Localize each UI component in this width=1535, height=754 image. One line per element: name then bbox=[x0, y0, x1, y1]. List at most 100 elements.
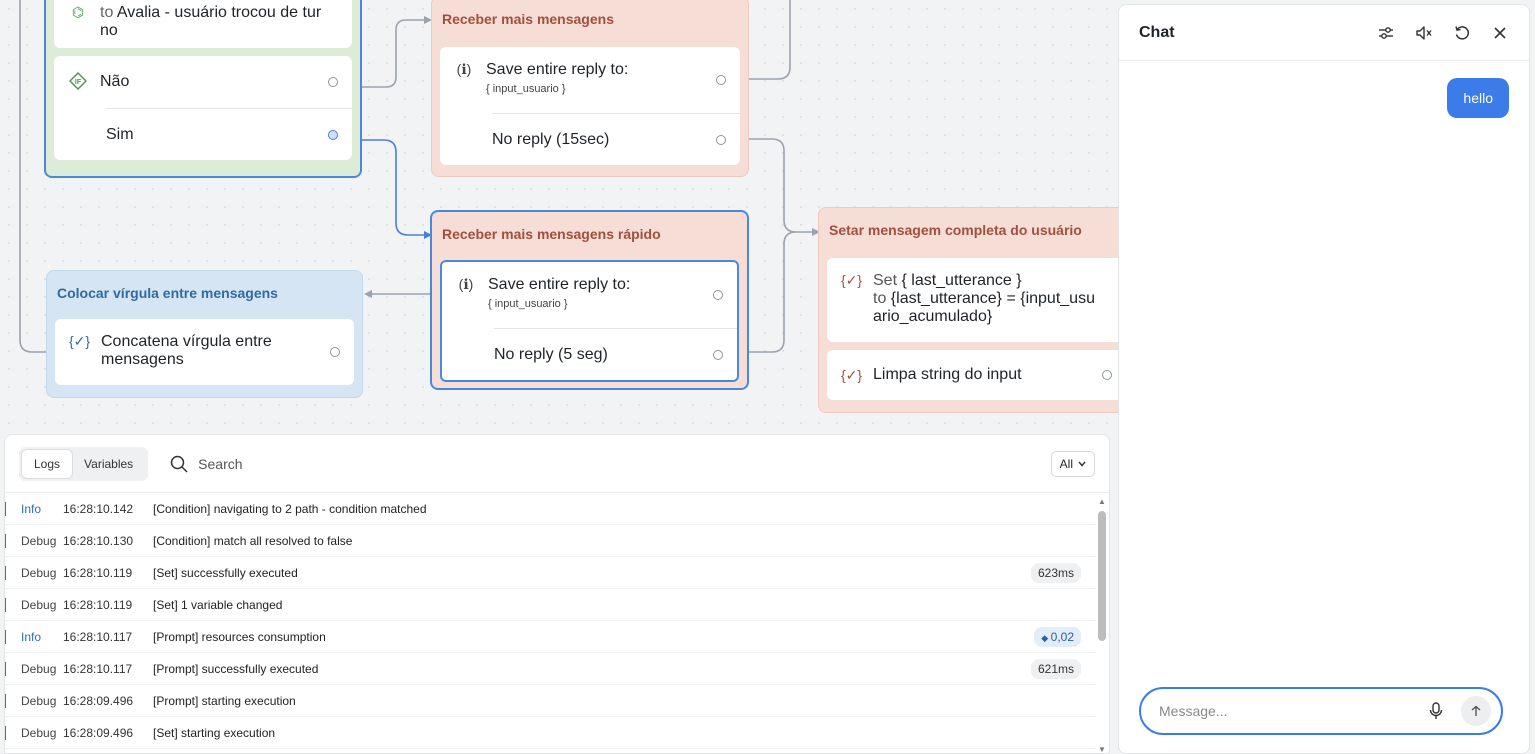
message-input[interactable] bbox=[1159, 703, 1425, 719]
limpa-port[interactable] bbox=[1102, 370, 1112, 380]
log-message: [Set] starting execution bbox=[153, 725, 276, 740]
log-level: Debug bbox=[21, 725, 57, 740]
chat-title: Chat bbox=[1139, 23, 1175, 41]
block-receber-mais-mensagens[interactable]: Receber mais mensagens (ℹ) Save entire r… bbox=[431, 0, 749, 177]
log-level: Debug bbox=[21, 533, 57, 548]
logs-search bbox=[170, 455, 499, 473]
log-row-indicator bbox=[5, 694, 6, 708]
noreply-step[interactable]: No reply (5 seg) bbox=[494, 328, 737, 380]
save-reply-port[interactable] bbox=[716, 75, 726, 85]
duration-badge: 621ms bbox=[1030, 658, 1081, 679]
log-message: [Set] successfully executed bbox=[153, 565, 298, 580]
log-time: 16:28:10.119 bbox=[63, 565, 133, 580]
log-message: [Condition] match all resolved to false bbox=[153, 533, 353, 548]
log-row[interactable]: Info 16:28:10.117 [Prompt] resources consu… bbox=[5, 621, 1095, 653]
log-message: [Set] 1 variable changed bbox=[153, 597, 283, 612]
condition-paths: IF Não Sim bbox=[54, 56, 352, 160]
set-step-port[interactable] bbox=[330, 347, 340, 357]
log-row[interactable]: Debug 16:28:10.119 [Set] 1 variable change… bbox=[5, 589, 1095, 621]
block-setar-mensagem[interactable]: Setar mensagem completa do usuário {✓} S… bbox=[818, 207, 1118, 413]
noreply-port[interactable] bbox=[716, 135, 726, 145]
set-to-prefix: to bbox=[873, 290, 887, 307]
set-step[interactable]: {✓} Concatena vírgula entre mensagens bbox=[55, 319, 354, 385]
restart-icon[interactable] bbox=[1453, 24, 1471, 42]
log-level: Debug bbox=[21, 661, 57, 676]
path-yes-port[interactable] bbox=[328, 130, 338, 140]
set-label: Set { last_utterance } to {last_utteranc… bbox=[873, 272, 1097, 326]
message-composer bbox=[1139, 687, 1503, 735]
log-level: Info bbox=[21, 629, 42, 644]
to-prefix: to bbox=[100, 4, 114, 21]
search-icon bbox=[170, 455, 188, 473]
set-variable-icon: {✓} bbox=[841, 366, 863, 383]
log-time: 16:28:10.117 bbox=[63, 629, 133, 644]
filter-value: All bbox=[1059, 456, 1073, 471]
log-time: 16:28:10.117 bbox=[63, 661, 133, 676]
log-level: Info bbox=[21, 501, 42, 516]
log-level: Debug bbox=[21, 565, 57, 580]
noreply-label: No reply (5 seg) bbox=[494, 345, 608, 363]
log-level: Debug bbox=[21, 597, 57, 612]
logs-tabs: Logs Variables bbox=[19, 446, 149, 481]
noreply-step[interactable]: No reply (15sec) bbox=[492, 113, 740, 165]
settings-sliders-icon[interactable] bbox=[1377, 24, 1395, 42]
save-reply-variable: { input_usuario } bbox=[486, 83, 566, 95]
set-last-utterance-step[interactable]: {✓} Set { last_utterance } to {last_utte… bbox=[827, 258, 1118, 342]
credits-badge: ◆ 0,02 bbox=[1034, 626, 1081, 647]
block-title: Receber mais mensagens rápido bbox=[442, 226, 661, 242]
flow-canvas[interactable]: ⌬ to Avalia - usuário trocou de tur no I… bbox=[0, 0, 1118, 430]
chat-toolbar bbox=[1377, 24, 1509, 42]
save-reply-step[interactable]: (ℹ) Save entire reply to: { input_usuari… bbox=[440, 47, 740, 113]
set-variable: { last_utterance } bbox=[901, 272, 1022, 289]
condition-block[interactable]: ⌬ to Avalia - usuário trocou de tur no I… bbox=[44, 0, 362, 178]
capture-steps: (ℹ) Save entire reply to: { input_usuari… bbox=[440, 260, 739, 382]
log-message: [Prompt] starting execution bbox=[153, 693, 296, 708]
path-no-label: Não bbox=[100, 73, 130, 90]
log-time: 16:28:10.119 bbox=[63, 597, 133, 612]
save-reply-step[interactable]: (ℹ) Save entire reply to: { input_usuari… bbox=[442, 262, 737, 328]
scroll-down-arrow[interactable]: ▼ bbox=[1098, 745, 1106, 754]
noreply-port[interactable] bbox=[713, 350, 723, 360]
microphone-icon[interactable] bbox=[1425, 700, 1447, 722]
tab-variables[interactable]: Variables bbox=[84, 456, 134, 471]
noreply-label: No reply (15sec) bbox=[492, 130, 610, 148]
limpa-string-step[interactable]: {✓} Limpa string do input bbox=[827, 350, 1118, 400]
path-yes[interactable]: Sim bbox=[106, 108, 352, 160]
set-prefix: Set bbox=[873, 272, 898, 289]
save-reply-port[interactable] bbox=[713, 290, 723, 300]
condition-target: Avalia - usuário trocou de tur no bbox=[100, 4, 322, 39]
log-message: [Prompt] resources consumption bbox=[153, 629, 326, 644]
capture-icon: (ℹ) bbox=[458, 276, 474, 292]
level-filter-select[interactable]: All bbox=[1050, 450, 1095, 477]
chat-header: Chat bbox=[1119, 5, 1529, 61]
block-title: Receber mais mensagens bbox=[442, 11, 614, 27]
scroll-up-arrow[interactable]: ▲ bbox=[1098, 497, 1106, 506]
scroll-thumb[interactable] bbox=[1098, 511, 1106, 641]
log-time: 16:28:09.496 bbox=[63, 693, 134, 708]
send-button[interactable] bbox=[1461, 696, 1491, 726]
block-receber-mais-mensagens-rapido[interactable]: Receber mais mensagens rápido (ℹ) Save e… bbox=[430, 210, 749, 390]
logs-scrollbar[interactable]: ▲ ▼ bbox=[1098, 497, 1106, 754]
log-row-indicator bbox=[5, 534, 6, 548]
log-row[interactable]: Debug 16:28:10.119 [Set] successfully exec… bbox=[5, 557, 1095, 589]
search-input[interactable] bbox=[198, 455, 499, 472]
block-title: Setar mensagem completa do usuário bbox=[829, 222, 1082, 238]
tab-logs[interactable]: Logs bbox=[22, 449, 73, 478]
close-icon[interactable] bbox=[1491, 24, 1509, 42]
log-time: 16:28:09.496 bbox=[63, 725, 134, 740]
log-row-indicator bbox=[5, 630, 6, 644]
log-row[interactable]: Debug 16:28:09.496 [Set] starting executio… bbox=[5, 717, 1095, 749]
path-no[interactable]: IF Não bbox=[54, 56, 352, 108]
condition-top-step[interactable]: ⌬ to Avalia - usuário trocou de tur no bbox=[54, 0, 352, 48]
mute-icon[interactable] bbox=[1415, 24, 1433, 42]
path-no-port[interactable] bbox=[328, 77, 338, 87]
duration-badge: 623ms bbox=[1030, 562, 1081, 583]
logs-panel: Logs Variables All Info16:28:10.142[Cond… bbox=[4, 434, 1110, 754]
set-step-label: Concatena vírgula entre mensagens bbox=[101, 333, 272, 368]
block-colocar-virgula[interactable]: Colocar vírgula entre mensagens {✓} Conc… bbox=[46, 270, 363, 398]
